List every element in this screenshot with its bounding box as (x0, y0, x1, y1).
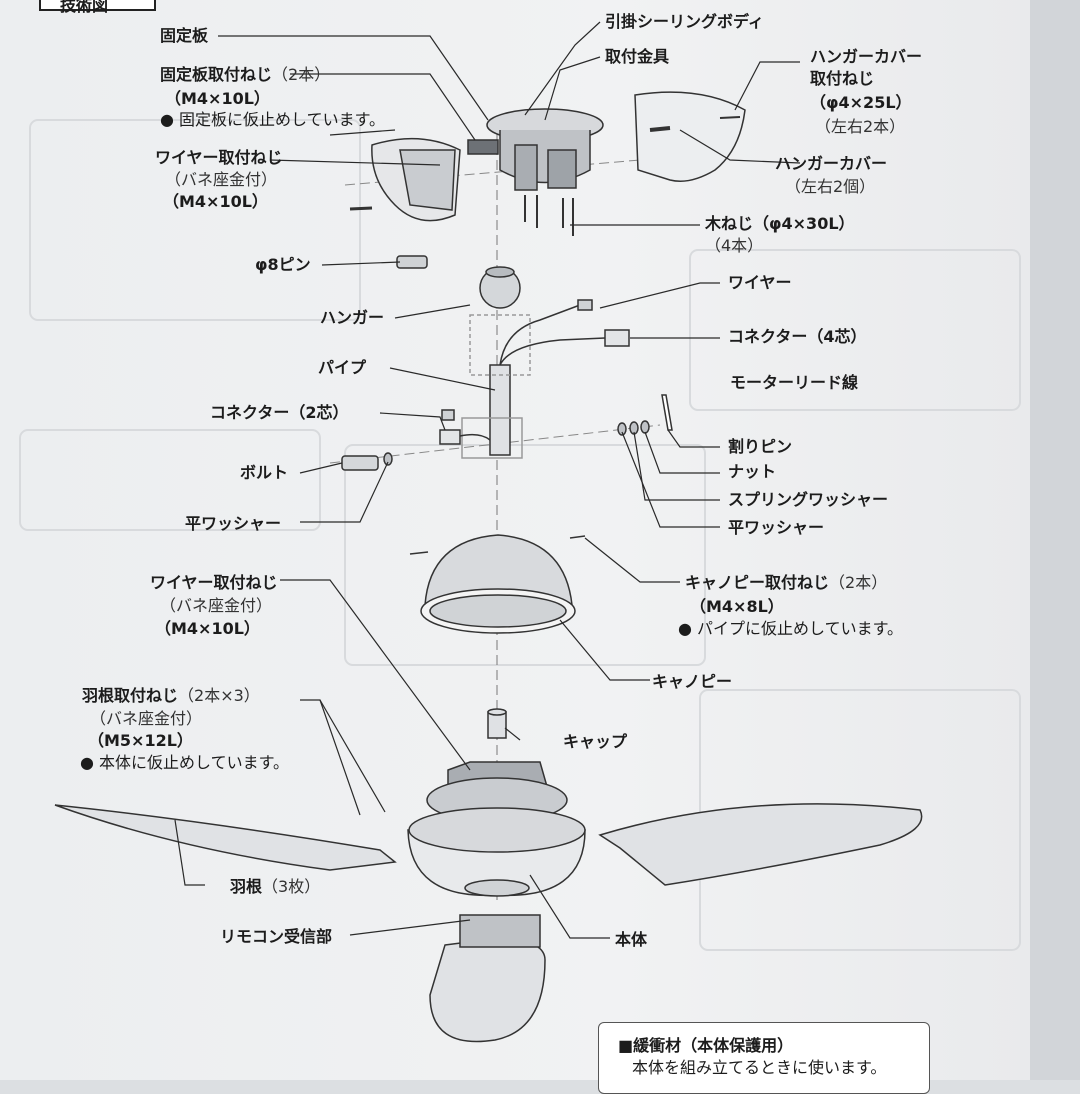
label-hanger-cover-qty: （左右2個） (785, 177, 876, 196)
label-hanger: ハンガー (320, 308, 385, 327)
background-ghost-panels (19, 119, 1021, 951)
label-split-pin: 割りピン (728, 437, 793, 456)
label-ceiling-body: 引掛シーリングボディ (605, 12, 764, 31)
label-flat-washer-left: 平ワッシャー (185, 514, 282, 533)
label-wire-screw-mid: ワイヤー取付ねじ (150, 573, 278, 592)
hanger-cover-left (349, 137, 461, 222)
label-wire-screw-mid-spec: （M4×10L） (155, 619, 260, 638)
label-blade-screw: 羽根取付ねじ（2本×3） (82, 686, 260, 705)
label-wire-screw-mid-sub: （バネ座金付） (160, 596, 273, 615)
footer-title: ■緩衝材（本体保護用） (618, 1036, 794, 1055)
blades-drawing (54, 803, 923, 1043)
label-flat-washer-right: 平ワッシャー (728, 518, 825, 537)
label-fixing-plate: 固定板 (160, 26, 209, 45)
label-remote-receiver: リモコン受信部 (220, 927, 333, 946)
label-cap: キャップ (563, 732, 628, 751)
label-hanger-cover-screw-2: 取付ねじ (810, 69, 875, 88)
label-connector4: コネクター（4芯） (728, 327, 867, 346)
label-canopy-screw-note: ● パイプに仮止めしています。 (678, 619, 903, 638)
label-canopy: キャノピー (652, 672, 733, 691)
header-tab (39, 0, 156, 11)
label-fixing-plate-screw-spec: （M4×10L） (165, 89, 270, 108)
label-wire-screw-top: ワイヤー取付ねじ (155, 148, 283, 167)
label-wood-screw: 木ねじ（φ4×30L） (705, 214, 855, 233)
bolt-drawing (341, 394, 673, 471)
label-blade-screw-sub: （バネ座金付） (90, 709, 203, 728)
pipe-drawing (461, 314, 531, 459)
page-edge (1030, 0, 1080, 1080)
label-hanger-cover-screw: ハンガーカバー (810, 47, 923, 66)
label-canopy-screw: キャノピー取付ねじ（2本） (685, 573, 888, 592)
header-tab-title: 技術図 (60, 0, 109, 15)
wood-screws (524, 195, 574, 236)
label-mounting-bracket: 取付金具 (605, 47, 670, 66)
label-connector2: コネクター（2芯） (210, 403, 349, 422)
label-wire-screw-top-sub: （バネ座金付） (165, 170, 278, 189)
label-body: 本体 (615, 930, 648, 949)
pin8 (396, 255, 428, 269)
leader-lines (174, 21, 801, 939)
label-motor-lead: モーターリード線 (730, 373, 859, 392)
label-blade-screw-spec: （M5×12L） (88, 731, 193, 750)
label-hanger-cover-screw-qty: （左右2本） (815, 117, 906, 136)
cap-drawing (487, 708, 507, 739)
label-canopy-screw-spec: （M4×8L） (690, 597, 784, 616)
label-bolt: ボルト (240, 463, 289, 482)
label-hanger-cover-screw-spec: （φ4×25L） (810, 93, 912, 112)
label-wood-screw-qty: （4本） (705, 236, 764, 255)
label-wire-screw-top-spec: （M4×10L） (163, 192, 268, 211)
canopy-drawing (409, 534, 586, 634)
label-fixing-plate-screw-note: ● 固定板に仮止めしています。 (160, 110, 385, 129)
body-drawing (407, 761, 586, 897)
label-wire: ワイヤー (728, 273, 792, 292)
label-blade: 羽根（3枚） (230, 877, 321, 896)
label-hanger-cover: ハンガーカバー (775, 154, 888, 173)
label-nut: ナット (728, 462, 777, 481)
wire-connector4 (499, 299, 630, 366)
ceiling-body-drawing (467, 108, 604, 191)
connector2-drawing (439, 409, 491, 445)
footer-text: 本体を組み立てるときに使います。 (632, 1058, 887, 1077)
label-spring-washer: スプリングワッシャー (728, 490, 889, 509)
label-fixing-plate-screw: 固定板取付ねじ（2本） (160, 65, 331, 84)
label-pipe: パイプ (318, 358, 367, 377)
label-pin8: φ8ピン (255, 255, 311, 274)
label-blade-screw-note: ● 本体に仮止めしています。 (80, 753, 289, 772)
hanger-ball (479, 266, 521, 309)
